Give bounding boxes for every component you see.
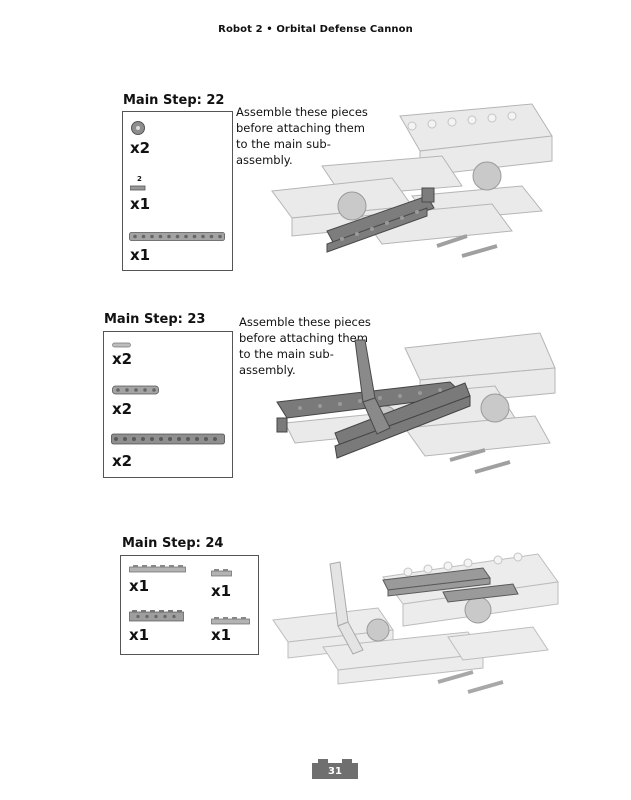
plate-part-image <box>211 569 232 577</box>
step-24-qty-1: x1 <box>129 577 150 595</box>
beam-part-image <box>129 232 225 241</box>
page-number-badge <box>312 759 358 779</box>
step-23-qty-2: x2 <box>112 400 133 418</box>
step-22-model-illustration <box>271 103 553 258</box>
step-22-title: Main Step: 22 <box>123 93 225 108</box>
step-24-model-illustration <box>272 552 559 694</box>
pin-part-image <box>112 342 131 348</box>
step-22-qty-1: x2 <box>130 139 151 157</box>
step-22-qty-3: x1 <box>130 246 151 264</box>
beam-part-image <box>111 433 225 445</box>
step-24-qty-3: x1 <box>129 626 150 644</box>
step-24-qty-2: x1 <box>211 582 232 600</box>
step-23-title: Main Step: 23 <box>104 312 206 327</box>
step-23-parts-box: x2 x2 x2 <box>103 331 233 478</box>
axle-size-label: 2 <box>137 175 142 183</box>
step-23-qty-3: x2 <box>112 452 133 470</box>
axle-part-image <box>130 185 146 191</box>
plate-part-image <box>129 565 186 573</box>
beam-part-image <box>112 385 159 395</box>
plate-part-image <box>211 617 250 625</box>
step-24-qty-4: x1 <box>211 626 232 644</box>
step-22-instruction: Assemble these pieces before attaching t… <box>236 105 368 167</box>
step-23-qty-1: x2 <box>112 350 133 368</box>
brick-part-image <box>129 610 184 622</box>
page-number: 31 <box>328 766 342 777</box>
step-24-title: Main Step: 24 <box>122 536 224 551</box>
step-22-parts-box: x2 2 x1 x1 <box>122 111 233 271</box>
bushing-part-image <box>131 121 145 135</box>
step-23-instruction: Assemble these pieces before attaching t… <box>239 315 371 377</box>
step-23-model-illustration <box>276 332 556 474</box>
page-header: Robot 2 • Orbital Defense Cannon <box>218 24 413 35</box>
step-24-parts-box: x1 x1 x1 x1 <box>120 555 259 655</box>
step-22-qty-2: x1 <box>130 195 151 213</box>
